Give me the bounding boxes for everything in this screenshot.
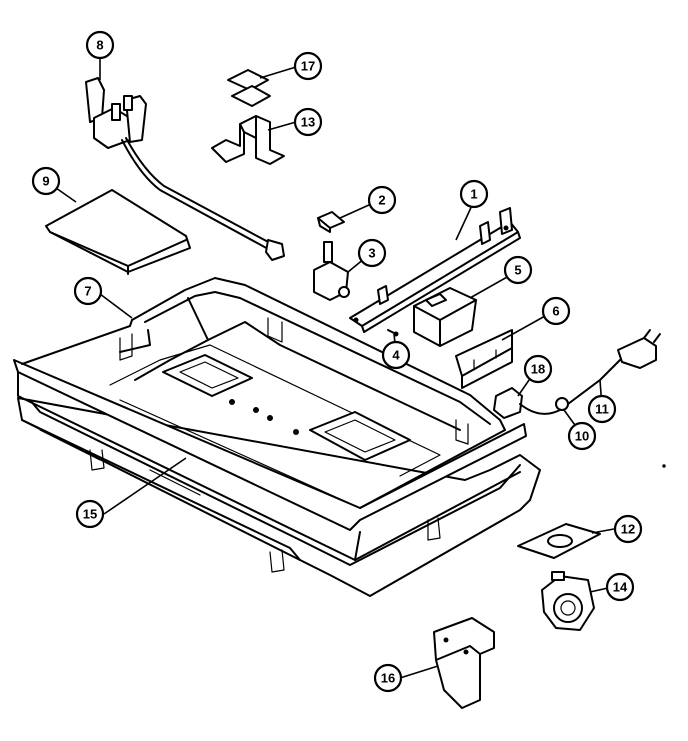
spark-module — [413, 287, 477, 347]
svg-text:11: 11 — [595, 402, 609, 417]
burner-rail — [349, 207, 521, 333]
mounting-bracket — [211, 115, 285, 165]
svg-text:17: 17 — [301, 59, 315, 74]
callout-3: 3 — [357, 238, 387, 268]
retaining-clip — [317, 211, 345, 233]
heat-shield-plate — [517, 523, 601, 559]
svg-text:4: 4 — [392, 348, 400, 363]
svg-text:8: 8 — [96, 38, 103, 53]
callout-17: 17 — [293, 51, 323, 81]
callout-2: 2 — [367, 185, 397, 215]
valve-bracket-with-tube — [85, 77, 285, 261]
svg-text:9: 9 — [42, 174, 49, 189]
callout-14: 14 — [605, 572, 635, 602]
stray-dot — [662, 464, 666, 468]
svg-text:15: 15 — [83, 507, 97, 522]
svg-text:10: 10 — [575, 429, 589, 444]
svg-text:5: 5 — [514, 263, 521, 278]
svg-text:18: 18 — [531, 362, 545, 377]
svg-text:7: 7 — [84, 284, 91, 299]
gas-regulator — [541, 571, 595, 631]
igniter-assembly — [313, 241, 350, 301]
svg-text:13: 13 — [301, 115, 315, 130]
callout-10: 10 — [567, 421, 597, 451]
svg-text:14: 14 — [613, 580, 628, 595]
power-cord — [493, 329, 661, 419]
svg-text:16: 16 — [381, 671, 395, 686]
callout-16: 16 — [373, 663, 403, 693]
svg-text:6: 6 — [552, 304, 559, 319]
svg-text:1: 1 — [470, 187, 477, 202]
callout-15: 15 — [75, 499, 105, 529]
burner-box-tray — [13, 277, 541, 597]
callout-6: 6 — [541, 296, 571, 326]
cover-plate — [45, 189, 191, 275]
callout-11: 11 — [587, 394, 617, 424]
callout-13: 13 — [293, 107, 323, 137]
callout-12: 12 — [613, 514, 643, 544]
screw — [387, 329, 399, 337]
corner-bracket — [433, 617, 495, 709]
svg-text:12: 12 — [621, 522, 635, 537]
callout-18: 18 — [523, 354, 553, 384]
svg-text:2: 2 — [378, 193, 385, 208]
callout-8: 8 — [85, 30, 115, 60]
mounting-plate — [455, 329, 513, 389]
callout-7: 7 — [73, 276, 103, 306]
callout-4: 4 — [381, 340, 411, 370]
callout-5: 5 — [503, 255, 533, 285]
insulation-pads — [227, 69, 271, 107]
callout-9: 9 — [31, 166, 61, 196]
svg-text:3: 3 — [368, 246, 375, 261]
callout-1: 1 — [459, 179, 489, 209]
